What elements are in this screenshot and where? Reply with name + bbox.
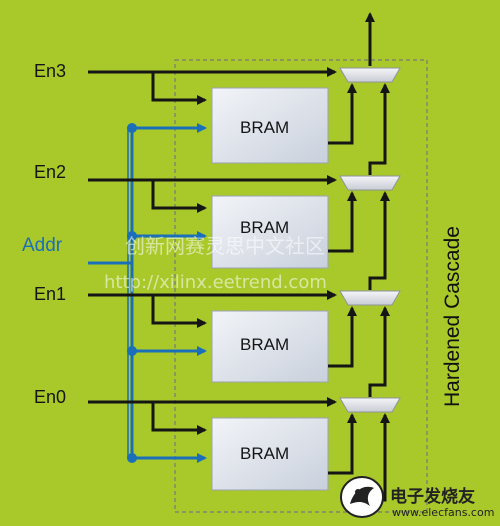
elecfans-logo-icon (340, 476, 384, 518)
bram-block-2 (211, 195, 329, 269)
en1-branch (151, 295, 207, 328)
bram-block-0 (211, 417, 329, 491)
addr-label: Addr (22, 235, 63, 256)
addr-taps (127, 123, 207, 463)
mux-3 (339, 67, 401, 83)
en3-label: En3 (34, 61, 67, 81)
en2-branch (151, 180, 207, 213)
bram-label-3: BRAM (240, 118, 290, 137)
bram-out-2 (328, 191, 357, 253)
addr-node-3 (127, 123, 137, 133)
en2-label: En2 (34, 162, 67, 182)
watermark-line-2: http://xilinx.eetrend.com (104, 272, 327, 293)
bram-out-1 (328, 306, 357, 368)
en0-label: En0 (34, 387, 67, 407)
mux-2 (339, 175, 401, 191)
mux-1 (339, 290, 401, 306)
mux-0 (339, 397, 401, 413)
cascade-link-3 (368, 83, 390, 175)
bram-block-3 (211, 87, 329, 164)
enable-wires (88, 67, 337, 435)
bram-label-1: BRAM (240, 335, 290, 354)
bram-label-0: BRAM (240, 444, 290, 463)
bram-out-0 (328, 413, 357, 475)
bram-blocks (211, 87, 329, 491)
en1-label: En1 (34, 284, 67, 304)
addr-node-0 (127, 453, 137, 463)
addr-node-1 (127, 346, 137, 356)
hardened-cascade-label: Hardened Cascade (441, 226, 464, 407)
cascade-link-1 (368, 306, 390, 397)
addr-node-2 (127, 231, 137, 241)
bram-block-1 (211, 310, 329, 383)
cascade-muxes (339, 67, 401, 413)
cascade-boundary (174, 59, 428, 513)
logo-url: www.elecfans.com (392, 506, 495, 519)
cascade-link-2 (368, 191, 390, 290)
en3-branch (151, 72, 207, 105)
bram-label-2: BRAM (240, 218, 290, 237)
logo-name: 电子发烧友 (390, 487, 475, 507)
bram-out-3 (328, 83, 357, 145)
en0-branch (151, 402, 207, 435)
watermark-line-1: 创新网赛灵思中文社区 (125, 234, 325, 258)
